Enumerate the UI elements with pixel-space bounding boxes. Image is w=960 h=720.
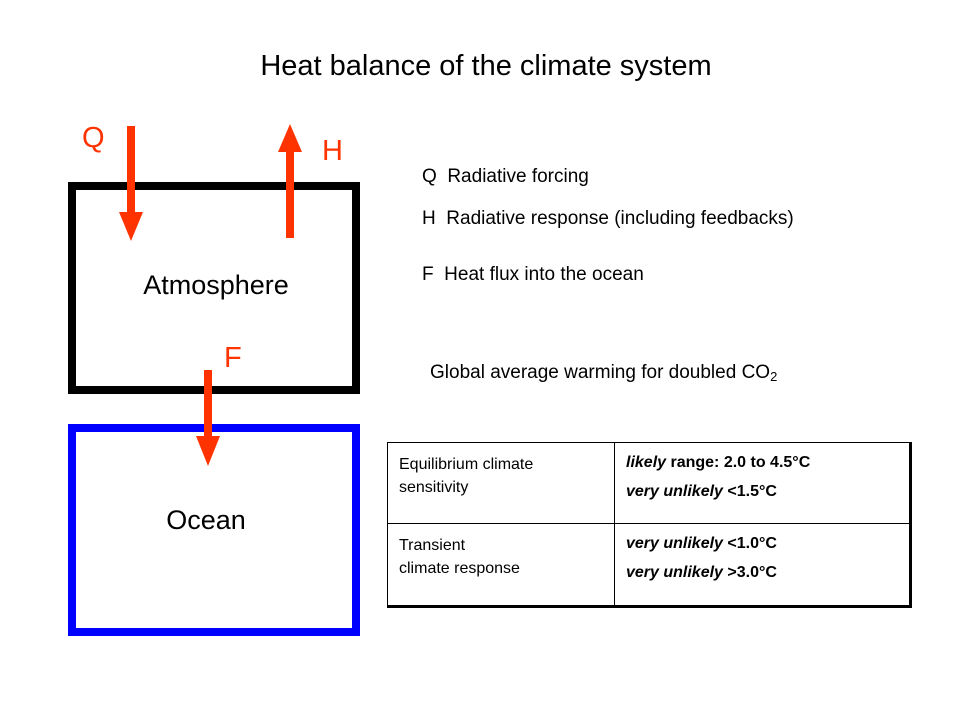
value-qualifier: very unlikely [626,535,723,553]
value-qualifier: likely [626,454,667,471]
h-arrow-label: H [322,135,343,167]
atmosphere-label: Atmosphere [143,270,289,300]
table-row: Equilibrium climate sensitivity likely r… [387,441,911,525]
label-line: sensitivity [399,479,469,496]
value-line: very unlikely >3.0°C [626,558,899,587]
value-line: likely range: 2.0 to 4.5°C [626,448,899,477]
value-qualifier: very unlikely [626,483,723,500]
h-arrow-shaft [286,150,294,238]
label-line: Equilibrium climate [399,456,534,473]
value-text: <1.0°C [722,535,777,553]
h-arrow-head [278,124,302,152]
table-row-values: likely range: 2.0 to 4.5°C very unlikely… [614,441,911,525]
sensitivity-table: Equilibrium climate sensitivity likely r… [387,441,912,608]
legend-q: Q Radiative forcing [422,166,589,187]
table-row: Transient climate response very unlikely… [387,523,911,607]
q-arrow-label: Q [82,122,105,154]
f-arrow-shaft [204,370,212,440]
value-text: >3.0°C [722,564,777,582]
legend-f: F Heat flux into the ocean [422,264,644,285]
table-row-values: very unlikely <1.0°C very unlikely >3.0°… [614,523,911,607]
warming-subscript: 2 [770,369,778,384]
ocean-label: Ocean [166,505,246,535]
table-row-label: Equilibrium climate sensitivity [387,441,615,525]
f-arrow-head [196,436,220,466]
warming-heading: Global average warming for doubled CO2 [430,362,777,384]
atmosphere-box [68,182,360,394]
page-title: Heat balance of the climate system [260,50,712,82]
q-arrow-head [119,212,143,241]
value-qualifier: very unlikely [626,564,723,582]
table-row-label: Transient climate response [387,523,615,607]
label-line: climate response [399,560,520,578]
value-text: range: 2.0 to 4.5°C [666,454,811,471]
q-arrow-shaft [127,126,135,216]
value-line: very unlikely <1.0°C [626,529,899,558]
warming-text: Global average warming for doubled CO [430,362,771,383]
label-line: Transient [399,537,466,555]
value-text: <1.5°C [722,483,777,500]
f-arrow-label: F [224,342,242,374]
value-line: very unlikely <1.5°C [626,477,899,506]
ocean-box [68,424,360,636]
legend-h: H Radiative response (including feedback… [422,208,794,229]
